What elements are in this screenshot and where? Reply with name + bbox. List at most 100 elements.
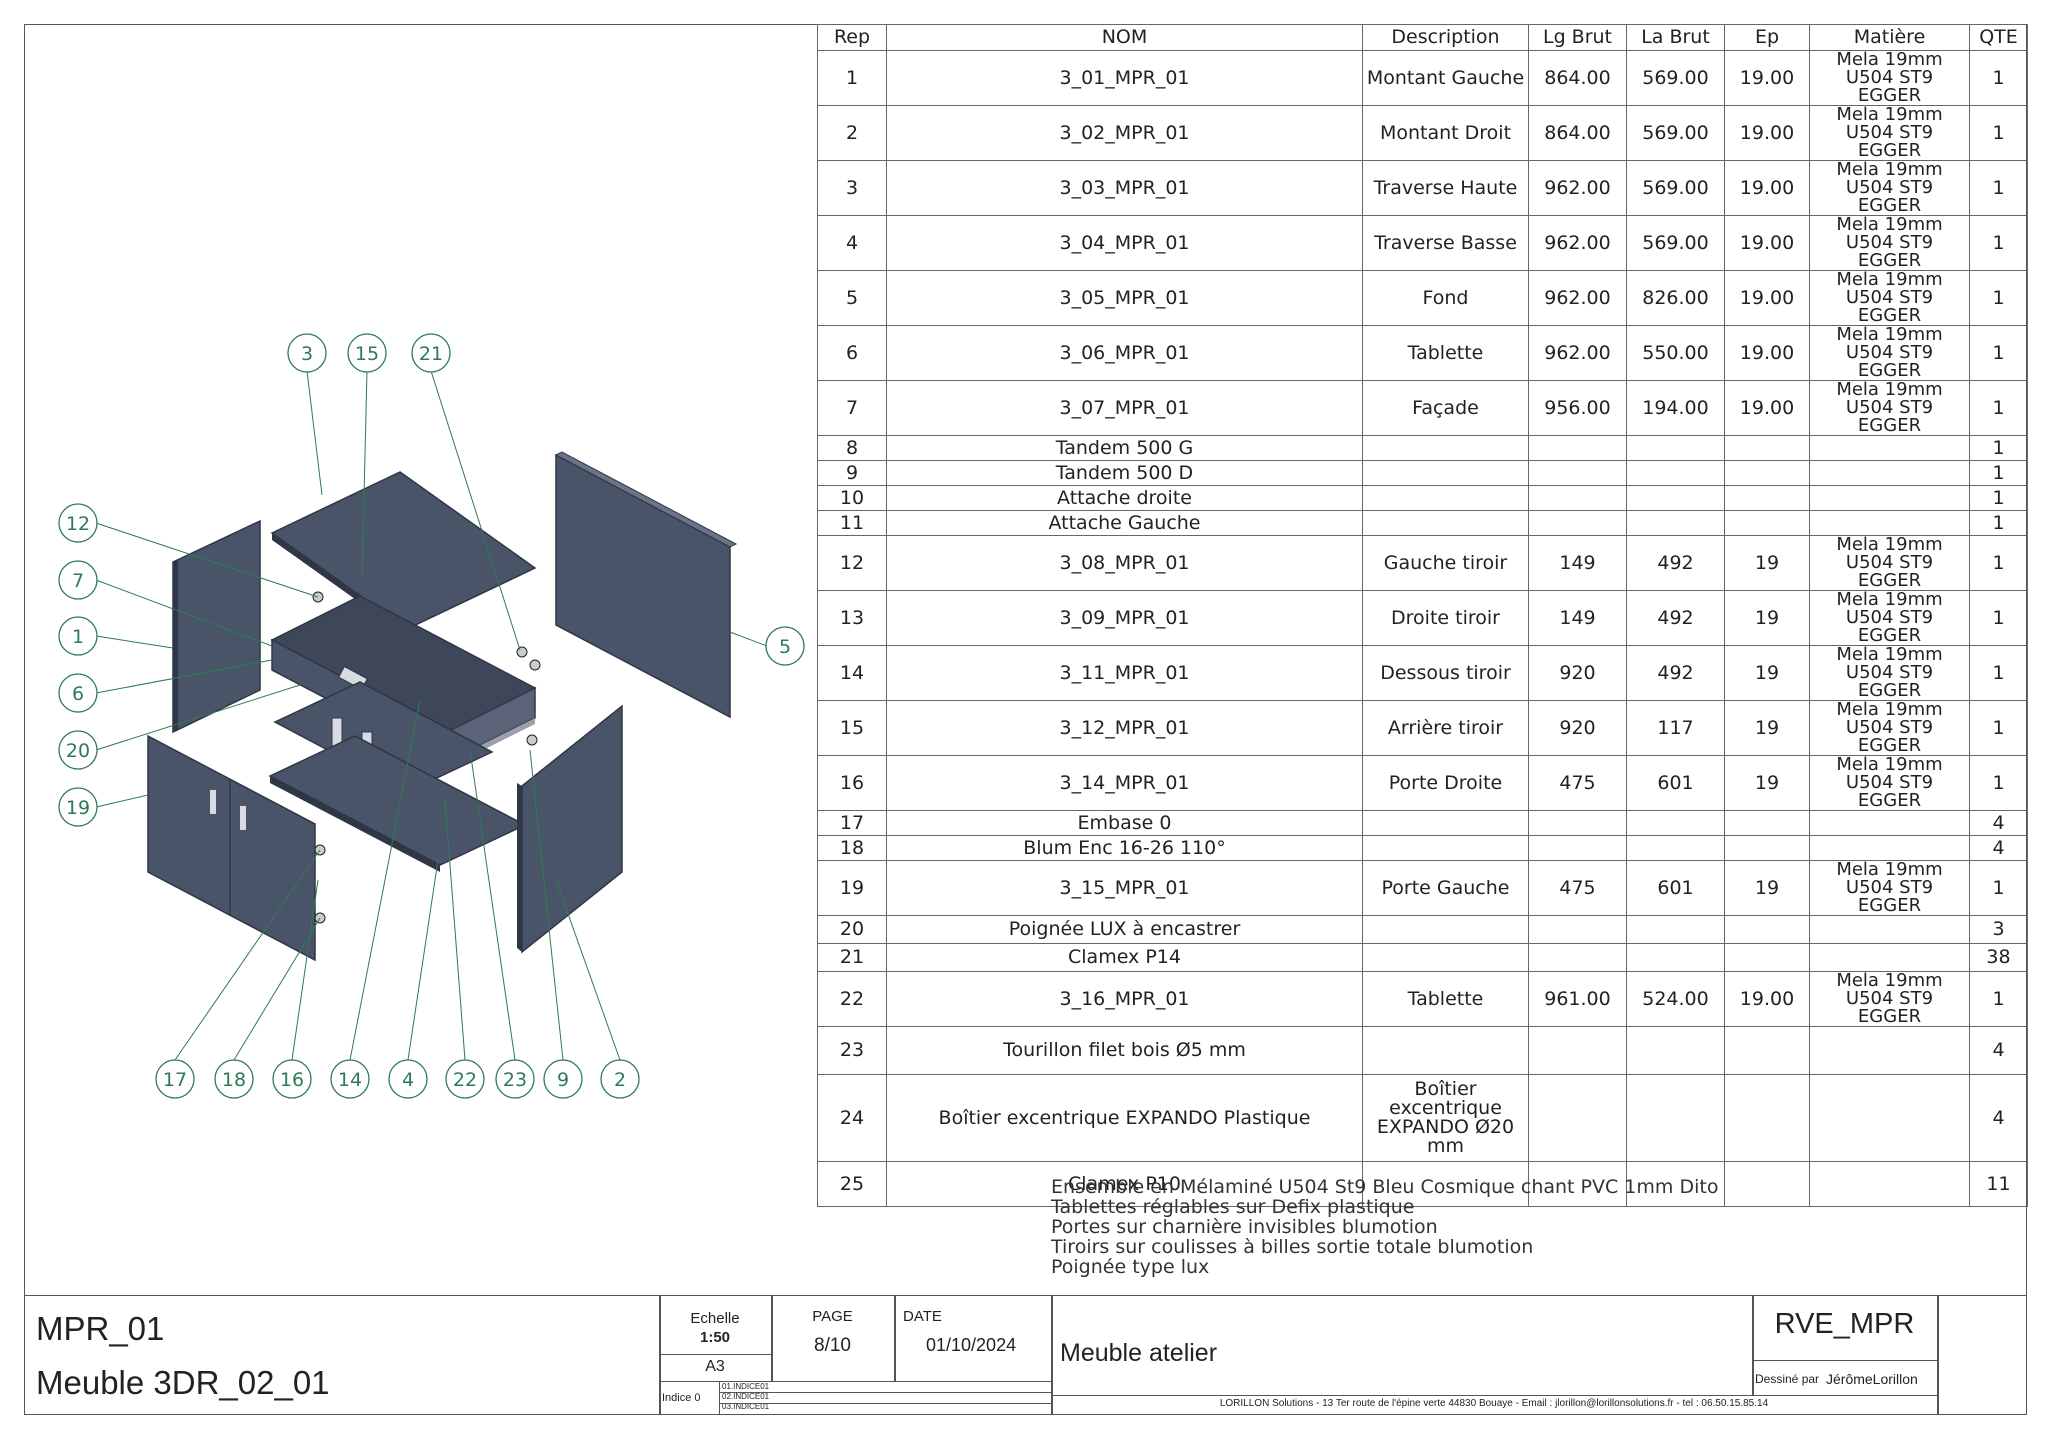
bom-cell-la-brut (1626, 510, 1725, 536)
matiere-line-1: Mela 19mm (1836, 971, 1943, 991)
bom-cell-lg-brut (1528, 835, 1627, 861)
bom-cell-nom: Poignée LUX à encastrer (886, 915, 1363, 944)
bom-cell-ep: 19.00 (1724, 105, 1810, 161)
bom-cell-lg-brut: 962.00 (1528, 160, 1627, 216)
bom-cell-nom: 3_01_MPR_01 (886, 50, 1363, 106)
note-line: Tiroirs sur coulisses à billes sortie to… (1051, 1236, 1534, 1258)
bom-cell-qte: 1 (1969, 50, 2028, 106)
bom-cell-qte: 1 (1969, 755, 2028, 811)
bom-cell-description: Montant Droit (1362, 105, 1529, 161)
bom-cell-nom: 3_16_MPR_01 (886, 971, 1363, 1027)
bom-cell-la-brut: 826.00 (1626, 270, 1725, 326)
bom-cell-ep: 19 (1724, 535, 1810, 591)
bom-cell-description: Arrière tiroir (1362, 700, 1529, 756)
bom-cell-ep: 19.00 (1724, 380, 1810, 436)
svg-text:5: 5 (779, 636, 791, 658)
bom-cell-qte: 1 (1969, 645, 2028, 701)
bom-cell-lg-brut: 962.00 (1528, 270, 1627, 326)
balloon-19: 19 (58, 787, 98, 827)
bom-cell-la-brut: 492 (1626, 590, 1725, 646)
bom-cell-qte: 11 (1969, 1161, 2028, 1207)
bom-cell-description: Dessous tiroir (1362, 645, 1529, 701)
bom-cell-matiere (1809, 1161, 1970, 1207)
svg-text:12: 12 (66, 513, 90, 535)
matiere-line-2: U504 ST9 EGGER (1845, 342, 1934, 381)
matiere-line-2: U504 ST9 EGGER (1845, 397, 1934, 436)
bom-cell-description (1362, 435, 1529, 461)
matiere-line-2: U504 ST9 EGGER (1845, 287, 1934, 326)
matiere-line-1: Mela 19mm (1836, 645, 1943, 665)
bom-cell-la-brut: 117 (1626, 700, 1725, 756)
drawn-by-label: Dessiné par (1755, 1372, 1820, 1386)
matiere-line-1: Mela 19mm (1836, 700, 1943, 720)
bom-cell-qte: 4 (1969, 1026, 2028, 1075)
balloon-16: 16 (272, 1059, 312, 1099)
bom-cell-qte: 1 (1969, 971, 2028, 1027)
bom-cell-rep: 8 (817, 435, 887, 461)
bom-cell-ep (1724, 510, 1810, 536)
bom-cell-ep (1724, 435, 1810, 461)
bom-cell-rep: 12 (817, 535, 887, 591)
bom-cell-lg-brut (1528, 485, 1627, 511)
svg-text:7: 7 (72, 570, 84, 592)
bom-cell-qte: 1 (1969, 105, 2028, 161)
bom-cell-lg-brut: 920 (1528, 700, 1627, 756)
bom-cell-ep (1724, 1161, 1810, 1207)
bom-cell-description: Boîtier excentrique EXPANDO Ø20 mm (1362, 1074, 1529, 1162)
header-lg-brut: Lg Brut (1528, 24, 1627, 51)
bom-cell-matiere (1809, 943, 1970, 972)
bom-cell-nom: 3_15_MPR_01 (886, 860, 1363, 916)
matiere-line-2: U504 ST9 EGGER (1845, 662, 1934, 701)
bom-cell-nom: 3_06_MPR_01 (886, 325, 1363, 381)
bom-cell-la-brut (1626, 835, 1725, 861)
bom-cell-la-brut: 550.00 (1626, 325, 1725, 381)
bom-cell-qte: 4 (1969, 810, 2028, 836)
matiere-line-1: Mela 19mm (1836, 380, 1943, 400)
balloon-7: 7 (58, 560, 98, 600)
page-value: 8/10 (814, 1335, 851, 1356)
note-line: Portes sur charnière invisibles blumotio… (1051, 1216, 1438, 1238)
header-matiere: Matière (1809, 24, 1970, 51)
bom-cell-lg-brut: 962.00 (1528, 215, 1627, 271)
bom-cell-la-brut (1626, 1161, 1725, 1207)
bom-cell-description: Traverse Haute (1362, 160, 1529, 216)
bom-cell-lg-brut: 864.00 (1528, 105, 1627, 161)
balloon-2: 2 (600, 1059, 640, 1099)
leader-lines (95, 370, 768, 1061)
bom-cell-matiere (1809, 510, 1970, 536)
balloon-18: 18 (214, 1059, 254, 1099)
bom-cell-la-brut: 194.00 (1626, 380, 1725, 436)
bom-cell-rep: 16 (817, 755, 887, 811)
date-label: DATE (903, 1308, 942, 1325)
bom-cell-lg-brut (1528, 510, 1627, 536)
bom-cell-matiere (1809, 1074, 1970, 1162)
matiere-line-2: U504 ST9 EGGER (1845, 122, 1934, 161)
balloon-14: 14 (330, 1059, 370, 1099)
bom-cell-rep: 25 (817, 1161, 887, 1207)
matiere-line-1: Mela 19mm (1836, 590, 1943, 610)
matiere-line-2: U504 ST9 EGGER (1845, 607, 1934, 646)
page-label: PAGE (812, 1308, 853, 1325)
bom-cell-lg-brut: 920 (1528, 645, 1627, 701)
bom-cell-lg-brut: 475 (1528, 755, 1627, 811)
bom-cell-description (1362, 485, 1529, 511)
matiere-line-1: Mela 19mm (1836, 755, 1943, 775)
scale-value: 1:50 (699, 1329, 731, 1346)
bom-cell-qte: 38 (1969, 943, 2028, 972)
bom-cell-rep: 6 (817, 325, 887, 381)
bom-cell-la-brut: 524.00 (1626, 971, 1725, 1027)
bom-cell-la-brut (1626, 1026, 1725, 1075)
bom-cell-rep: 9 (817, 460, 887, 486)
bom-cell-la-brut (1626, 915, 1725, 944)
